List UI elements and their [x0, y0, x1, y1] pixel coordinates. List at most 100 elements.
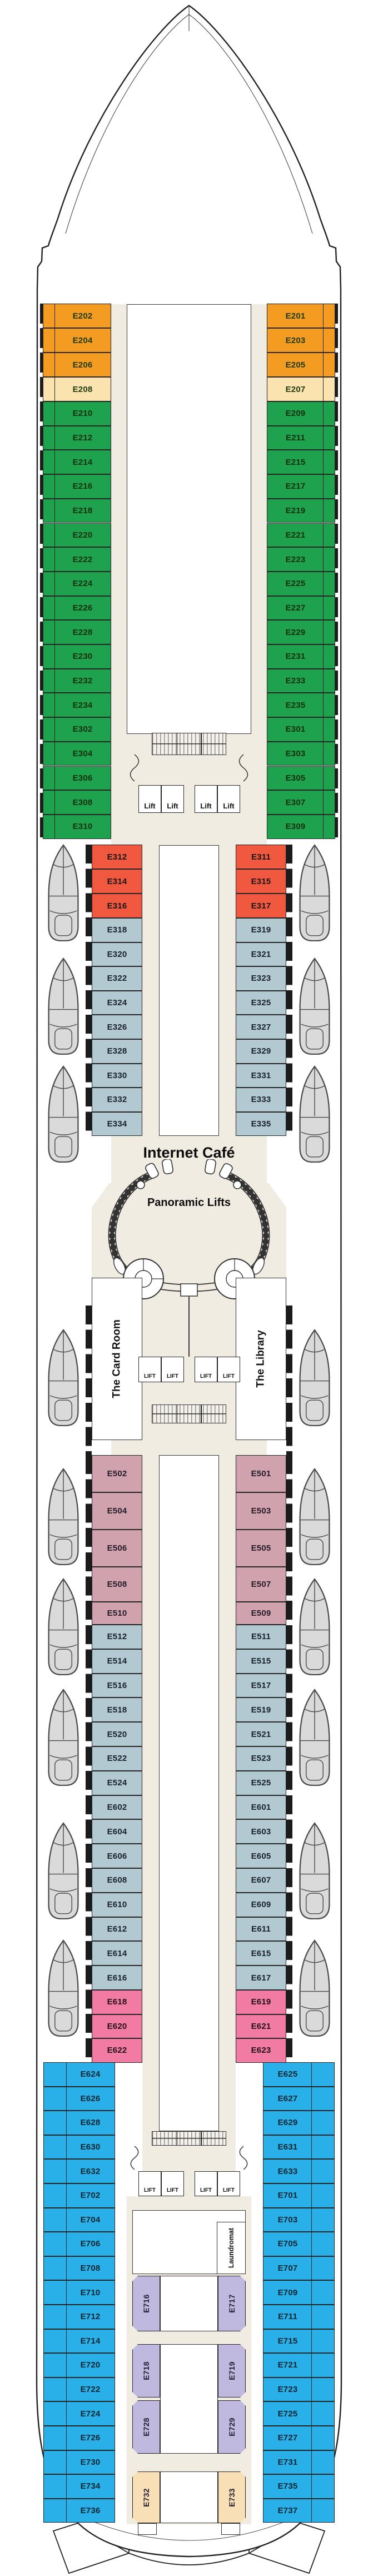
cabin-E329[interactable]: E329: [236, 1039, 286, 1064]
cabin-E609[interactable]: E609: [236, 1892, 286, 1917]
cabin-E633[interactable]: E633: [263, 2159, 335, 2183]
cabin-E220[interactable]: E220: [43, 523, 111, 548]
cabin-E320[interactable]: E320: [92, 942, 142, 967]
cabin-E209[interactable]: E209: [267, 401, 335, 426]
cabin-E712[interactable]: E712: [43, 2305, 115, 2329]
cabin-E525[interactable]: E525: [236, 1770, 286, 1795]
cabin-E719[interactable]: E719: [218, 2344, 246, 2398]
cabin-E725[interactable]: E725: [263, 2401, 335, 2426]
cabin-E204[interactable]: E204: [43, 328, 111, 353]
cabin-E617[interactable]: E617: [236, 1965, 286, 1990]
cabin-E335[interactable]: E335: [236, 1111, 286, 1136]
cabin-E729[interactable]: E729: [218, 2400, 246, 2454]
cabin-E211[interactable]: E211: [267, 425, 335, 450]
cabin-E311[interactable]: E311: [236, 845, 286, 869]
cabin-E308[interactable]: E308: [43, 790, 111, 815]
cabin-E227[interactable]: E227: [267, 595, 335, 621]
cabin-E222[interactable]: E222: [43, 547, 111, 572]
cabin-E516[interactable]: E516: [92, 1673, 142, 1698]
cabin-E327[interactable]: E327: [236, 1015, 286, 1039]
cabin-E718[interactable]: E718: [132, 2344, 160, 2398]
cabin-E730[interactable]: E730: [43, 2450, 115, 2475]
cabin-E731[interactable]: E731: [263, 2450, 335, 2475]
cabin-E603[interactable]: E603: [236, 1819, 286, 1844]
cabin-E316[interactable]: E316: [92, 894, 142, 918]
cabin-E522[interactable]: E522: [92, 1746, 142, 1771]
cabin-E702[interactable]: E702: [43, 2183, 115, 2208]
cabin-E521[interactable]: E521: [236, 1722, 286, 1746]
cabin-E206[interactable]: E206: [43, 353, 111, 377]
cabin-E727[interactable]: E727: [263, 2426, 335, 2450]
cabin-E325[interactable]: E325: [236, 990, 286, 1015]
cabin-E625[interactable]: E625: [263, 2062, 335, 2087]
cabin-E323[interactable]: E323: [236, 966, 286, 991]
cabin-E612[interactable]: E612: [92, 1917, 142, 1942]
cabin-E205[interactable]: E205: [267, 353, 335, 377]
cabin-E710[interactable]: E710: [43, 2280, 115, 2305]
cabin-E508[interactable]: E508: [92, 1567, 142, 1602]
cabin-E610[interactable]: E610: [92, 1892, 142, 1917]
cabin-E734[interactable]: E734: [43, 2474, 115, 2499]
cabin-E626[interactable]: E626: [43, 2086, 115, 2111]
cabin-E708[interactable]: E708: [43, 2256, 115, 2281]
cabin-E726[interactable]: E726: [43, 2426, 115, 2450]
cabin-E622[interactable]: E622: [92, 2038, 142, 2063]
cabin-E714[interactable]: E714: [43, 2329, 115, 2354]
cabin-E615[interactable]: E615: [236, 1941, 286, 1966]
cabin-E523[interactable]: E523: [236, 1746, 286, 1771]
cabin-E334[interactable]: E334: [92, 1111, 142, 1136]
cabin-E333[interactable]: E333: [236, 1088, 286, 1112]
cabin-E503[interactable]: E503: [236, 1492, 286, 1530]
cabin-E219[interactable]: E219: [267, 498, 335, 523]
cabin-E225[interactable]: E225: [267, 571, 335, 596]
cabin-E502[interactable]: E502: [92, 1455, 142, 1492]
cabin-E312[interactable]: E312: [92, 845, 142, 869]
cabin-E623[interactable]: E623: [236, 2038, 286, 2063]
cabin-E230[interactable]: E230: [43, 644, 111, 669]
cabin-E318[interactable]: E318: [92, 918, 142, 942]
cabin-E629[interactable]: E629: [263, 2111, 335, 2135]
cabin-E514[interactable]: E514: [92, 1649, 142, 1674]
cabin-E720[interactable]: E720: [43, 2353, 115, 2378]
cabin-E723[interactable]: E723: [263, 2377, 335, 2402]
cabin-E735[interactable]: E735: [263, 2474, 335, 2499]
cabin-E326[interactable]: E326: [92, 1015, 142, 1039]
cabin-E506[interactable]: E506: [92, 1530, 142, 1567]
cabin-E232[interactable]: E232: [43, 668, 111, 693]
cabin-E203[interactable]: E203: [267, 328, 335, 353]
cabin-E619[interactable]: E619: [236, 1990, 286, 2014]
cabin-E732[interactable]: E732: [132, 2471, 160, 2523]
cabin-E736[interactable]: E736: [43, 2498, 115, 2523]
cabin-E624[interactable]: E624: [43, 2062, 115, 2087]
cabin-E715[interactable]: E715: [263, 2329, 335, 2354]
cabin-E511[interactable]: E511: [236, 1625, 286, 1649]
cabin-E221[interactable]: E221: [267, 523, 335, 548]
cabin-E217[interactable]: E217: [267, 474, 335, 499]
cabin-E607[interactable]: E607: [236, 1868, 286, 1893]
cabin-E524[interactable]: E524: [92, 1770, 142, 1795]
cabin-E621[interactable]: E621: [236, 2014, 286, 2038]
cabin-E517[interactable]: E517: [236, 1673, 286, 1698]
cabin-E632[interactable]: E632: [43, 2159, 115, 2183]
cabin-E331[interactable]: E331: [236, 1063, 286, 1088]
cabin-E628[interactable]: E628: [43, 2111, 115, 2135]
cabin-E608[interactable]: E608: [92, 1868, 142, 1893]
cabin-E721[interactable]: E721: [263, 2353, 335, 2378]
cabin-E737[interactable]: E737: [263, 2498, 335, 2523]
cabin-E212[interactable]: E212: [43, 425, 111, 450]
cabin-E233[interactable]: E233: [267, 668, 335, 693]
cabin-E214[interactable]: E214: [43, 450, 111, 475]
cabin-E234[interactable]: E234: [43, 693, 111, 718]
cabin-E201[interactable]: E201: [267, 304, 335, 328]
cabin-E309[interactable]: E309: [267, 814, 335, 839]
cabin-E321[interactable]: E321: [236, 942, 286, 967]
cabin-E330[interactable]: E330: [92, 1063, 142, 1088]
cabin-E235[interactable]: E235: [267, 693, 335, 718]
cabin-E228[interactable]: E228: [43, 620, 111, 644]
cabin-E306[interactable]: E306: [43, 766, 111, 791]
cabin-E328[interactable]: E328: [92, 1039, 142, 1064]
cabin-E215[interactable]: E215: [267, 450, 335, 475]
cabin-E302[interactable]: E302: [43, 717, 111, 742]
cabin-E224[interactable]: E224: [43, 571, 111, 596]
cabin-E322[interactable]: E322: [92, 966, 142, 991]
